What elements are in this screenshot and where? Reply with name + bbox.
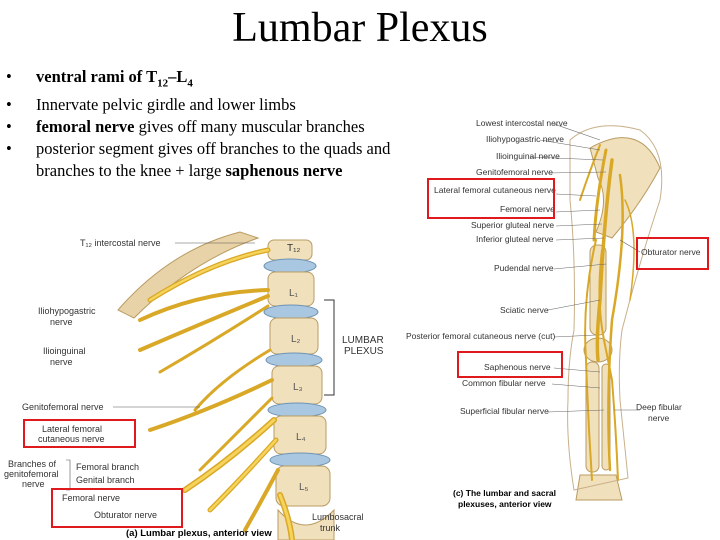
- label-c-lateral-femoral: Lateral femoral cutaneous nerve: [434, 185, 556, 195]
- highlight-box-c-obturator: [636, 237, 709, 270]
- label-obturator-nerve: Obturator nerve: [94, 510, 157, 520]
- highlight-box-c-lateral-femoral-femoral: [427, 178, 555, 219]
- bullet-dot: •: [6, 117, 12, 137]
- bullet-item: • posterior segment gives off branches t…: [4, 138, 444, 182]
- bullet-dot: •: [6, 67, 12, 86]
- label-c-iliohypogastric: Iliohypogastric nerve: [486, 134, 564, 144]
- label-l5: L₅: [299, 482, 309, 493]
- label-c-obturator: Obturator nerve: [641, 247, 701, 257]
- leader-lines: [529, 123, 641, 413]
- bullet-text: Innervate pelvic girdle and lower limbs: [36, 95, 296, 115]
- caption-figure-c-1: (c) The lumbar and sacral: [453, 488, 556, 498]
- label-c-saphenous: Saphenous nerve: [484, 362, 551, 372]
- highlight-box-lateral-femoral: [23, 419, 136, 448]
- vertebral-column: [263, 239, 335, 540]
- slide-title: Lumbar Plexus: [232, 5, 488, 51]
- label-c-common-fibular: Common fibular nerve: [462, 378, 546, 388]
- label-c-deep-fibular-2: nerve: [648, 413, 670, 423]
- label-ilioinguinal-1: Ilioinguinal: [43, 346, 86, 356]
- label-lumbar-plexus-1: LUMBAR: [342, 335, 384, 346]
- highlight-box-femoral-obturator: [51, 488, 183, 528]
- label-l1: L₁: [289, 288, 299, 299]
- caption-figure-a: (a) Lumbar plexus, anterior view: [126, 528, 272, 539]
- lumbar-plexus-bracket: [324, 299, 335, 396]
- label-c-ilioinguinal: Ilioinguinal nerve: [496, 151, 560, 161]
- leg-skeleton: [575, 137, 661, 501]
- label-c-inferior-gluteal: Inferior gluteal nerve: [476, 234, 554, 244]
- label-c-superior-gluteal: Superior gluteal nerve: [471, 220, 554, 230]
- bullet-list: • ventral rami of T12–L4 • Innervate pel…: [4, 66, 444, 182]
- label-lumbar-plexus-2: PLEXUS: [344, 346, 384, 357]
- label-iliohypogastric-1: Iliohypogastric: [38, 306, 96, 316]
- label-c-superficial-fibular: Superficial fibular nerve: [460, 406, 549, 416]
- highlight-box-c-saphenous: [457, 351, 563, 378]
- bullet-text: posterior segment gives off branches to …: [36, 139, 391, 181]
- label-c-pudendal: Pudendal nerve: [494, 263, 554, 273]
- label-l3: L₃: [293, 382, 303, 393]
- label-c-posterior-femoral: Posterior femoral cutaneous nerve (cut): [406, 331, 555, 341]
- label-c-deep-fibular-1: Deep fibular: [636, 402, 682, 412]
- label-femoral-branch: Femoral branch: [76, 462, 139, 472]
- label-genital-branch: Genital branch: [76, 475, 135, 485]
- bullet-item: • Innervate pelvic girdle and lower limb…: [4, 94, 444, 116]
- label-lumbosacral-1: Lumbosacral: [312, 512, 364, 522]
- label-branches-of-1: Branches of: [8, 459, 57, 469]
- label-iliohypogastric-2: nerve: [50, 317, 73, 327]
- label-genitofemoral: Genitofemoral nerve: [22, 402, 104, 412]
- leg-outline: [567, 125, 663, 491]
- label-t12: T₁₂: [287, 243, 300, 254]
- leg-nerves: [579, 144, 635, 481]
- label-c-sciatic: Sciatic nerve: [500, 305, 549, 315]
- label-c-femoral: Femoral nerve: [500, 204, 555, 214]
- label-lateral-femoral-2: cutaneous nerve: [38, 434, 105, 444]
- label-branches-of-3: nerve: [22, 479, 45, 489]
- label-femoral-nerve: Femoral nerve: [62, 493, 120, 503]
- bullet-dot: •: [6, 139, 12, 159]
- label-ilioinguinal-2: nerve: [50, 357, 73, 367]
- bullet-item: • ventral rami of T12–L4: [4, 66, 444, 94]
- label-lumbosacral-2: trunk: [320, 523, 341, 533]
- label-branches-of-2: genitofemoral: [4, 469, 59, 479]
- label-lowest-intercostal: Lowest intercostal nerve: [476, 118, 568, 128]
- bullet-text: femoral nerve gives off many muscular br…: [36, 117, 365, 137]
- caption-figure-c-2: plexuses, anterior view: [458, 499, 552, 509]
- bullet-text: ventral rami of T12–L4: [36, 67, 193, 90]
- bullet-item: • femoral nerve gives off many muscular …: [4, 116, 444, 138]
- label-lateral-femoral-1: Lateral femoral: [42, 424, 102, 434]
- label-t12-intercostal: T₁₂ intercostal nerve: [80, 238, 161, 248]
- label-l4: L₄: [296, 432, 306, 443]
- label-l2: L₂: [291, 334, 301, 345]
- bullet-dot: •: [6, 95, 12, 115]
- label-c-genitofemoral: Genitofemoral nerve: [476, 167, 553, 177]
